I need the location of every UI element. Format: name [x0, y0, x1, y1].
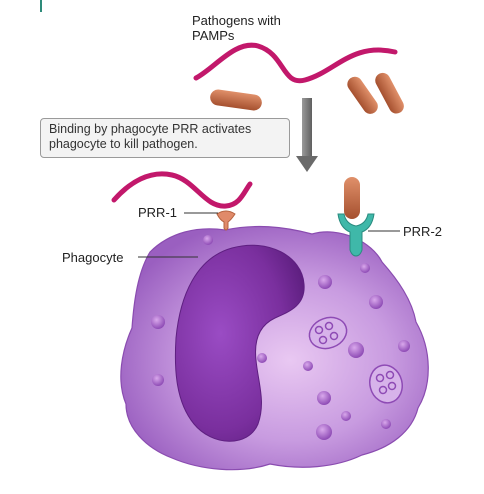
activation-note: Binding by phagocyte PRR activates phago…	[40, 118, 290, 158]
vesicle	[317, 391, 331, 405]
vesicle	[203, 235, 213, 245]
vesicle	[151, 315, 165, 329]
pathogens-label: Pathogens with PAMPs	[192, 13, 281, 43]
vesicle	[398, 340, 410, 352]
pamp-strand-top	[193, 42, 398, 84]
bacterium-3	[375, 72, 404, 114]
vesicle	[303, 361, 313, 371]
phagosome-1	[308, 316, 348, 350]
vesicle	[316, 424, 332, 440]
bacterium-1	[210, 89, 262, 111]
prr2-label: PRR-2	[403, 224, 443, 239]
prr2-receptor	[337, 213, 375, 257]
prr1-receptor	[216, 210, 236, 231]
page-edge-marker	[40, 0, 42, 12]
prr1-label: PRR-1	[138, 205, 178, 220]
vesicle	[152, 374, 164, 386]
vesicle	[348, 342, 364, 358]
vesicle	[369, 295, 383, 309]
bacterium-bound	[344, 177, 360, 219]
vesicle	[381, 419, 391, 429]
phagocyte-label: Phagocyte	[62, 250, 124, 265]
pamp-strand-bound	[111, 171, 253, 209]
vesicle	[360, 263, 370, 273]
vesicle	[257, 353, 267, 363]
vesicle	[318, 275, 332, 289]
phagosome-2	[369, 364, 403, 404]
vesicles	[151, 235, 410, 440]
activation-arrow	[296, 98, 318, 172]
vesicle	[341, 411, 351, 421]
phagocyte-nucleus	[174, 244, 305, 442]
bacterium-2	[347, 76, 378, 114]
